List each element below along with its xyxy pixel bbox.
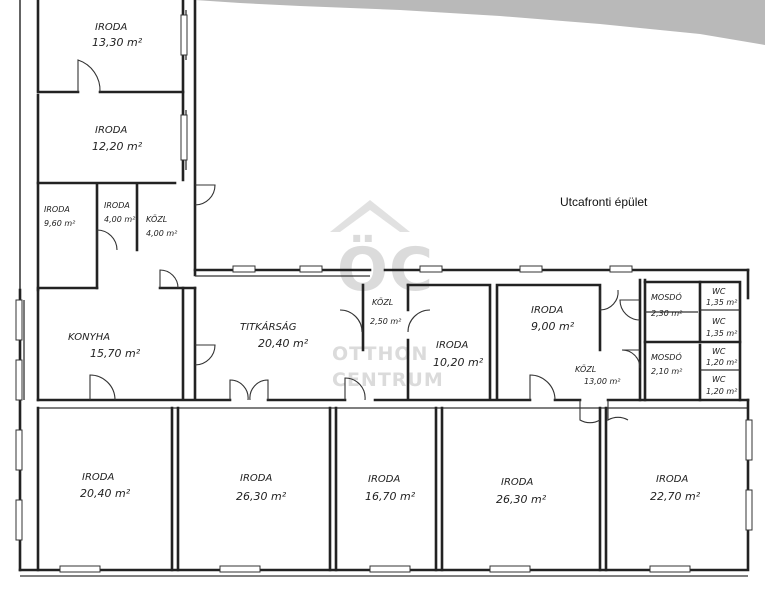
svg-text:22,70 m²: 22,70 m²: [650, 490, 701, 503]
svg-text:13,30 m²: 13,30 m²: [92, 36, 143, 49]
svg-text:2,10 m²: 2,10 m²: [651, 367, 683, 376]
svg-text:IRODA: IRODA: [501, 477, 533, 488]
svg-text:WC: WC: [712, 287, 726, 296]
room-iroda-4: IRODA 4,00 m²: [104, 201, 136, 224]
svg-text:IRODA: IRODA: [44, 205, 70, 214]
svg-text:KÖZL: KÖZL: [372, 297, 393, 307]
room-iroda-3: IRODA 9,60 m²: [44, 205, 76, 228]
svg-text:2,30 m²: 2,30 m²: [651, 309, 683, 318]
svg-text:15,70 m²: 15,70 m²: [90, 347, 141, 360]
room-mosdo-1: MOSDÓ 2,30 m²: [651, 291, 683, 318]
room-kozl-1: KÖZL 4,00 m²: [146, 214, 178, 238]
svg-text:IRODA: IRODA: [531, 305, 563, 316]
room-iroda-7: IRODA 20,40 m²: [80, 472, 131, 500]
svg-text:12,20 m²: 12,20 m²: [92, 140, 143, 153]
room-iroda-6: IRODA 9,00 m²: [531, 305, 575, 333]
svg-text:4,00 m²: 4,00 m²: [146, 229, 178, 238]
room-titkarsag: TITKÁRSÁG 20,40 m²: [240, 320, 309, 350]
svg-text:20,40 m²: 20,40 m²: [258, 337, 309, 350]
watermark-line1: OTTHON: [332, 343, 428, 365]
room-iroda-5: IRODA 10,20 m²: [433, 340, 484, 369]
svg-text:WC: WC: [712, 317, 726, 326]
doors: [77, 59, 641, 424]
svg-text:WC: WC: [712, 347, 726, 356]
svg-text:1,20 m²: 1,20 m²: [706, 358, 738, 367]
room-wc-3: WC 1,20 m²: [706, 347, 738, 367]
svg-text:WC: WC: [712, 375, 726, 384]
svg-text:IRODA: IRODA: [656, 474, 688, 485]
svg-text:TITKÁRSÁG: TITKÁRSÁG: [240, 320, 297, 333]
room-iroda-11: IRODA 22,70 m²: [650, 474, 701, 503]
room-iroda-8: IRODA 26,30 m²: [236, 473, 287, 503]
svg-text:1,35 m²: 1,35 m²: [706, 329, 738, 338]
building-label: Utcafronti épület: [560, 195, 648, 209]
svg-text:IRODA: IRODA: [368, 474, 400, 485]
svg-text:KÖZL: KÖZL: [146, 214, 167, 224]
svg-text:IRODA: IRODA: [436, 340, 468, 351]
room-wc-1: WC 1,35 m²: [706, 287, 738, 307]
room-konyha: KONYHA 15,70 m²: [68, 332, 141, 360]
svg-text:KONYHA: KONYHA: [68, 332, 110, 343]
svg-text:KÖZL: KÖZL: [575, 364, 596, 374]
watermark: ÖC OTTHON CENTRUM: [330, 200, 444, 391]
svg-text:MOSDÓ: MOSDÓ: [651, 291, 682, 302]
svg-text:13,00 m²: 13,00 m²: [584, 377, 621, 386]
room-mosdo-2: MOSDÓ 2,10 m²: [651, 351, 683, 376]
svg-text:1,20 m²: 1,20 m²: [706, 387, 738, 396]
scan-shadow: [195, 0, 765, 45]
room-kozl-2: KÖZL 2,50 m²: [370, 297, 402, 326]
windows: [15, 14, 753, 573]
svg-text:2,50 m²: 2,50 m²: [370, 317, 402, 326]
svg-text:26,30 m²: 26,30 m²: [236, 490, 287, 503]
watermark-line2: CENTRUM: [332, 369, 444, 391]
svg-text:MOSDÓ: MOSDÓ: [651, 351, 682, 362]
room-wc-4: WC 1,20 m²: [706, 375, 738, 396]
svg-text:9,60 m²: 9,60 m²: [44, 219, 76, 228]
svg-text:IRODA: IRODA: [95, 125, 127, 136]
svg-text:IRODA: IRODA: [95, 22, 127, 33]
svg-text:IRODA: IRODA: [240, 473, 272, 484]
svg-text:16,70 m²: 16,70 m²: [365, 490, 416, 503]
room-wc-2: WC 1,35 m²: [706, 317, 738, 338]
svg-text:20,40 m²: 20,40 m²: [80, 487, 131, 500]
svg-text:10,20 m²: 10,20 m²: [433, 356, 484, 369]
room-iroda-10: IRODA 26,30 m²: [496, 477, 547, 506]
watermark-roof-icon: [330, 200, 410, 232]
svg-text:26,30 m²: 26,30 m²: [496, 493, 547, 506]
svg-text:IRODA: IRODA: [82, 472, 114, 483]
svg-text:IRODA: IRODA: [104, 201, 130, 210]
room-labels: IRODA 13,30 m² IRODA 12,20 m² IRODA 9,60…: [44, 22, 738, 506]
room-iroda-9: IRODA 16,70 m²: [365, 474, 416, 503]
room-iroda-1: IRODA 13,30 m²: [92, 22, 143, 49]
svg-text:4,00 m²: 4,00 m²: [104, 215, 136, 224]
room-kozl-3: KÖZL 13,00 m²: [575, 364, 621, 386]
svg-text:9,00 m²: 9,00 m²: [531, 320, 575, 333]
svg-text:1,35 m²: 1,35 m²: [706, 298, 738, 307]
room-iroda-2: IRODA 12,20 m²: [92, 125, 143, 153]
